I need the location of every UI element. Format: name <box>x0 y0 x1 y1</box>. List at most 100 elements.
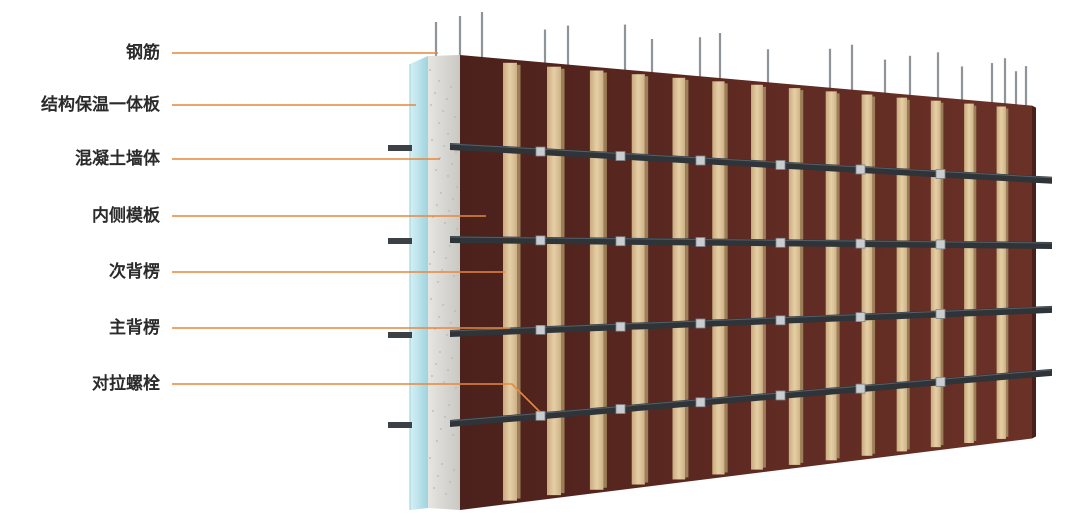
concrete-speck <box>435 363 437 365</box>
secondary-joist <box>930 100 941 448</box>
concrete-speck <box>449 481 451 483</box>
tie-bolt-head <box>855 383 866 394</box>
concrete-speck <box>447 133 449 135</box>
concrete-speck <box>447 369 449 371</box>
concrete-speck <box>429 457 431 459</box>
secondary-joist <box>751 84 763 470</box>
concrete-speck <box>445 257 447 259</box>
tie-bolt-head <box>695 237 706 247</box>
tie-bolts-group <box>535 146 946 421</box>
concrete-speck <box>456 186 458 188</box>
tie-bolt-head <box>695 318 706 329</box>
concrete-speck <box>441 269 443 271</box>
secondary-joist <box>631 74 645 485</box>
secondary-joist-side <box>1005 108 1009 437</box>
concrete-speck <box>438 80 440 82</box>
concrete-speck <box>442 304 444 306</box>
secondary-joists-group <box>503 62 1009 501</box>
secondary-joist-side <box>685 79 689 478</box>
insulation-board <box>410 56 428 510</box>
tie-bolt-head <box>535 235 546 246</box>
main-joist <box>450 236 1052 250</box>
secondary-joist <box>825 91 837 461</box>
concrete-speck <box>455 151 457 153</box>
leader-tie-bolt <box>172 383 541 413</box>
secondary-joist-side <box>800 90 804 463</box>
tie-bolt-head <box>535 146 546 157</box>
tie-bolt-head <box>855 238 866 249</box>
secondary-joist <box>896 97 908 452</box>
tie-bolt-head <box>935 308 946 319</box>
concrete-speck <box>433 251 435 253</box>
concrete-speck <box>443 145 445 147</box>
secondary-joist <box>964 103 974 443</box>
secondary-joist-side <box>940 102 944 446</box>
concrete-speck <box>452 198 454 200</box>
concrete-speck <box>442 110 444 112</box>
label-inner-formwork: 内侧模板 <box>92 206 160 226</box>
formwork-end <box>1032 105 1036 439</box>
inner-formwork-panel <box>460 55 1036 510</box>
concrete-speck <box>434 92 436 94</box>
concrete-speck <box>443 381 445 383</box>
main-joist-highlight <box>449 236 1053 244</box>
secondary-joist <box>672 77 686 480</box>
concrete-speck <box>452 434 454 436</box>
tie-bolt-head <box>535 324 546 335</box>
tie-bolt-head <box>935 376 946 387</box>
concrete-speck <box>432 410 434 412</box>
concrete-speck <box>447 175 449 177</box>
secondary-joist-side <box>644 76 649 483</box>
concrete-speck <box>433 487 435 489</box>
main-joist-highlight <box>449 369 1053 422</box>
main-joist <box>450 368 1052 427</box>
concrete-speck <box>438 316 440 318</box>
tie-bolt-head <box>855 164 866 175</box>
tie-bolt-head <box>775 315 786 326</box>
main-joist <box>450 305 1052 337</box>
main-joists-group <box>388 143 1053 428</box>
secondary-joist-side <box>517 64 521 499</box>
main-joist-stub <box>388 332 412 338</box>
concrete-wall-end <box>428 55 460 510</box>
tie-bolt-head <box>695 397 706 408</box>
tie-bolt-head <box>615 236 626 247</box>
concrete-speck <box>444 222 446 224</box>
secondary-joist <box>547 66 561 496</box>
secondary-joist-side <box>603 72 607 488</box>
concrete-speck <box>448 404 450 406</box>
concrete-speck <box>439 351 441 353</box>
secondary-joist-side <box>561 68 565 494</box>
main-joist-stub <box>388 145 412 151</box>
secondary-joist <box>788 88 801 465</box>
concrete-speck <box>430 104 432 106</box>
concrete-speck <box>453 275 455 277</box>
concrete-speck <box>438 122 440 124</box>
concrete-speck <box>449 245 451 247</box>
concrete-speck <box>429 69 431 71</box>
concrete-speck <box>451 357 453 359</box>
label-insulation-board: 结构保温一体板 <box>41 95 160 115</box>
label-rebar: 钢筋 <box>126 43 160 63</box>
tie-bolt-head <box>935 239 946 250</box>
concrete-speck <box>450 86 452 88</box>
label-concrete-wall: 混凝土墙体 <box>75 149 160 169</box>
insulation-board-layer <box>409 56 428 510</box>
concrete-speck <box>445 493 447 495</box>
main-joist-stub <box>388 238 412 244</box>
concrete-speck <box>450 322 452 324</box>
concrete-wall-layer <box>428 55 460 510</box>
tie-bolt-head <box>855 312 866 323</box>
concrete-speck <box>436 204 438 206</box>
concrete-speck <box>441 463 443 465</box>
secondary-joist <box>712 81 725 475</box>
concrete-speck <box>440 192 442 194</box>
concrete-speck <box>448 210 450 212</box>
concrete-speck <box>453 469 455 471</box>
tie-bolt-head <box>935 169 946 179</box>
main-joist-stub <box>388 422 412 428</box>
formwork-face <box>460 55 1032 510</box>
tie-bolt-head <box>775 237 786 248</box>
